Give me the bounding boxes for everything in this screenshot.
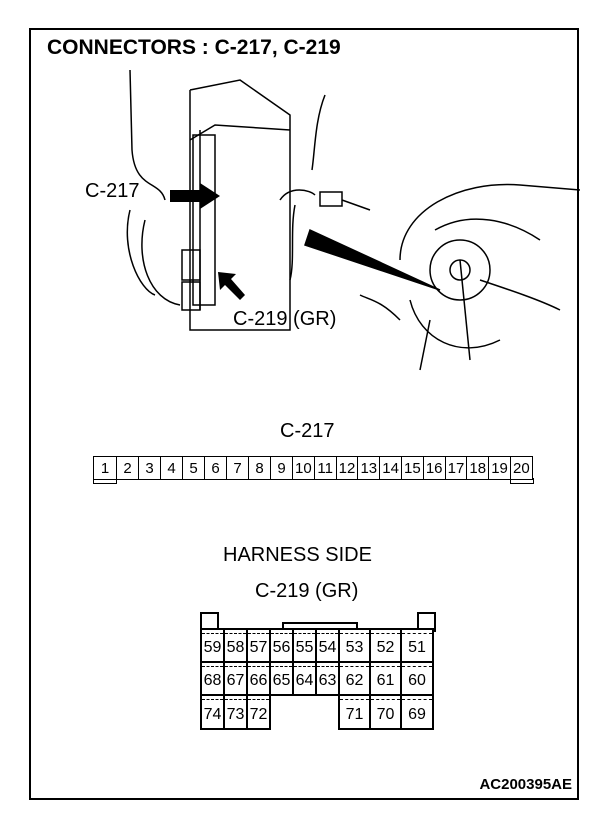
c219-pin-66: 66 bbox=[246, 661, 271, 696]
c217-pin-8: 8 bbox=[248, 457, 270, 479]
c219-connector-title: C-219 (GR) bbox=[255, 580, 359, 602]
diagram-title: CONNECTORS : C-217, C-219 bbox=[47, 36, 341, 59]
c217-pin-5: 5 bbox=[182, 457, 204, 479]
c219-pin-67: 67 bbox=[223, 661, 248, 696]
c219-pin-55: 55 bbox=[292, 628, 317, 663]
c219-pin-53: 53 bbox=[338, 628, 371, 663]
c219-pin-70: 70 bbox=[369, 694, 402, 730]
c217-pin-12: 12 bbox=[335, 457, 358, 479]
c219-pin-72: 72 bbox=[246, 694, 271, 730]
c217-pin-3: 3 bbox=[138, 457, 160, 479]
c217-pin-15: 15 bbox=[400, 457, 423, 479]
c219-pin-57: 57 bbox=[246, 628, 271, 663]
c219-pin-63: 63 bbox=[315, 661, 340, 696]
c219-pin-61: 61 bbox=[369, 661, 402, 696]
c219-pin-69: 69 bbox=[400, 694, 434, 730]
c217-pin-11: 11 bbox=[313, 457, 336, 479]
c219-pin-52: 52 bbox=[369, 628, 402, 663]
c217-connector-title: C-217 bbox=[280, 420, 335, 442]
c217-callout-label: C-217 bbox=[85, 180, 140, 202]
c219-pin-59: 59 bbox=[200, 628, 225, 663]
c219-pin-56: 56 bbox=[269, 628, 294, 663]
c219-pin-74: 74 bbox=[200, 694, 225, 730]
c219-callout-label: C-219 (GR) bbox=[233, 308, 337, 330]
c219-pin-54: 54 bbox=[315, 628, 340, 663]
c219-key bbox=[282, 622, 358, 632]
c217-pin-18: 18 bbox=[466, 457, 488, 479]
figure-code: AC200395AE bbox=[479, 776, 572, 793]
c219-pin-51: 51 bbox=[400, 628, 434, 663]
c217-lock-tab-left bbox=[93, 478, 117, 484]
connector-location-illustration bbox=[126, 69, 580, 371]
c217-pin-6: 6 bbox=[204, 457, 226, 479]
c217-pin-7: 7 bbox=[226, 457, 248, 479]
c217-pin-13: 13 bbox=[357, 457, 379, 479]
c219-pin-73: 73 bbox=[223, 694, 248, 730]
c217-pin-19: 19 bbox=[488, 457, 510, 479]
c217-lock-tab-right bbox=[510, 478, 534, 484]
harness-side-label: HARNESS SIDE bbox=[223, 544, 372, 566]
c217-pin-1: 1 bbox=[100, 459, 110, 477]
c217-pin-14: 14 bbox=[379, 457, 401, 479]
c217-pin-20: 20 bbox=[509, 457, 532, 479]
diagram-frame bbox=[29, 28, 579, 800]
c217-pin-10: 10 bbox=[292, 457, 314, 479]
c219-pin-58: 58 bbox=[223, 628, 248, 663]
c219-pin-64: 64 bbox=[292, 661, 317, 696]
c219-lock-tab-left bbox=[200, 612, 219, 632]
c219-lock-tab-right bbox=[417, 612, 436, 632]
c219-pin-62: 62 bbox=[338, 661, 371, 696]
c219-pin-68: 68 bbox=[200, 661, 225, 696]
c217-pin-9: 9 bbox=[270, 457, 292, 479]
c217-pin-16: 16 bbox=[422, 457, 445, 479]
c219-pin-60: 60 bbox=[400, 661, 434, 696]
c217-pin-4: 4 bbox=[160, 457, 182, 479]
c219-pin-65: 65 bbox=[269, 661, 294, 696]
c217-pin-2: 2 bbox=[116, 457, 138, 479]
c219-pin-71: 71 bbox=[338, 694, 371, 730]
c217-pin-17: 17 bbox=[444, 457, 467, 479]
